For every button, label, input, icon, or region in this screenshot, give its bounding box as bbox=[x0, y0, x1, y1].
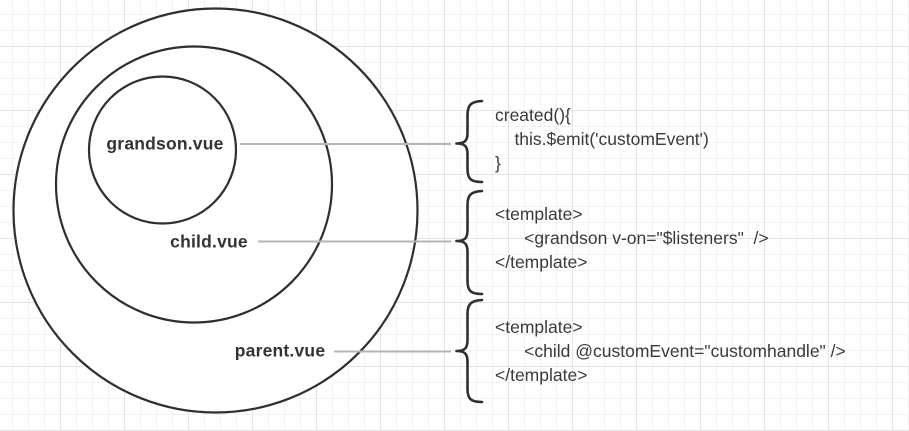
code-block-grandson: created(){ this.$emit('customEvent') } bbox=[495, 103, 709, 175]
code-line: <grandson v-on="$listeners" /> bbox=[495, 228, 769, 248]
code-line: </template> bbox=[495, 252, 588, 272]
code-line: <template> bbox=[495, 317, 583, 337]
code-line: created(){ bbox=[495, 105, 571, 125]
code-line: } bbox=[495, 153, 501, 173]
code-line: this.$emit('customEvent') bbox=[495, 129, 709, 149]
code-block-child: <template> <grandson v-on="$listeners" /… bbox=[495, 202, 769, 274]
code-line: <template> bbox=[495, 204, 583, 224]
code-line: </template> bbox=[495, 365, 588, 385]
code-line: <child @customEvent="customhandle" /> bbox=[495, 341, 846, 361]
label-grandson-vue: grandson.vue bbox=[106, 133, 224, 154]
brace-child-code bbox=[455, 189, 484, 296]
brace-grandson-code bbox=[455, 99, 484, 184]
circle-grandson bbox=[87, 75, 238, 225]
code-block-parent: <template> <child @customEvent="customha… bbox=[495, 315, 846, 387]
label-parent-vue: parent.vue bbox=[234, 340, 326, 361]
label-child-vue: child.vue bbox=[170, 231, 248, 252]
brace-parent-code bbox=[455, 298, 484, 404]
